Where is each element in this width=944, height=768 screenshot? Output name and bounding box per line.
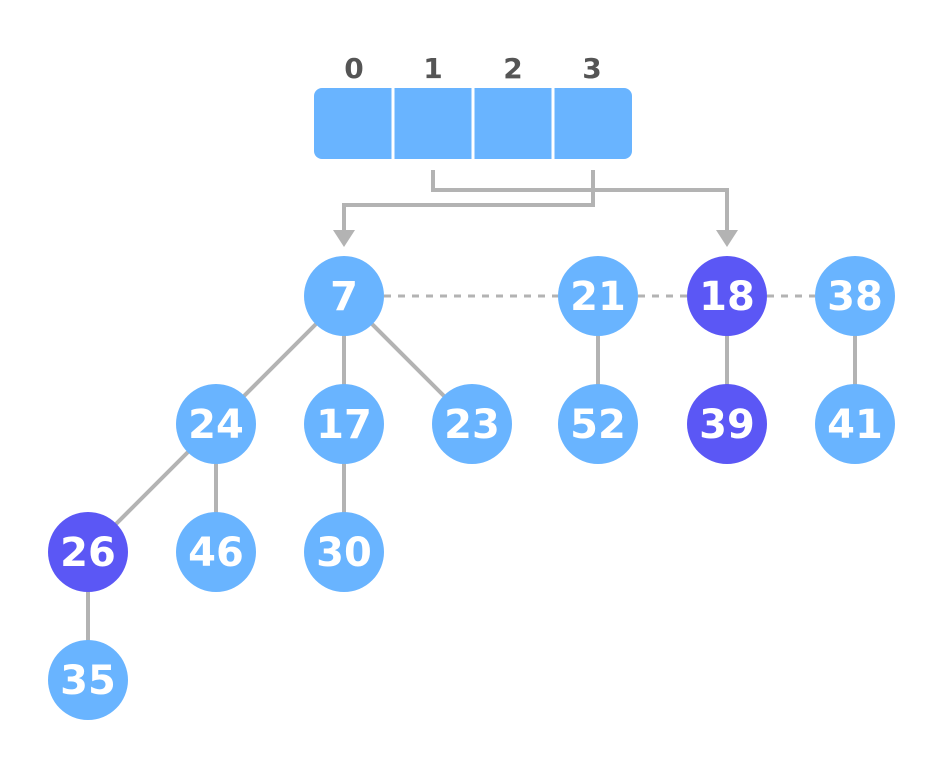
heap-node-circle: [558, 256, 638, 336]
heap-node-label: 7: [330, 274, 358, 320]
heap-node: 35: [48, 640, 128, 720]
heap-node-label: 24: [188, 402, 244, 448]
heap-node: 26: [48, 512, 128, 592]
heap-node: 30: [304, 512, 384, 592]
heap-node-circle: [432, 384, 512, 464]
tree-edges: [86, 294, 857, 680]
heap-node-label: 23: [444, 402, 500, 448]
heap-node-circle: [48, 640, 128, 720]
heap-node-circle: [558, 384, 638, 464]
heap-node-label: 35: [60, 658, 116, 704]
arrow-head-icon: [716, 230, 738, 247]
heap-node-circle: [304, 512, 384, 592]
heap-node: 18: [687, 256, 767, 336]
heap-node-circle: [815, 256, 895, 336]
heap-node-label: 30: [316, 530, 372, 576]
heap-node-label: 21: [570, 274, 626, 320]
tree-nodes: 7 21 18 38 24 17 23 52 39 41 26 46 30 35: [48, 256, 895, 720]
array-index-label: 0: [344, 52, 363, 85]
heap-node-label: 18: [699, 274, 755, 320]
heap-node: 52: [558, 384, 638, 464]
heap-node: 39: [687, 384, 767, 464]
arrow-head-icon: [333, 230, 355, 247]
heap-node-circle: [815, 384, 895, 464]
heap-node: 17: [304, 384, 384, 464]
heap-node-label: 52: [570, 402, 626, 448]
heap-node: 41: [815, 384, 895, 464]
heap-node-label: 46: [188, 530, 244, 576]
heap-node-label: 26: [60, 530, 116, 576]
heap-node: 23: [432, 384, 512, 464]
array-index-labels: 0 1 2 3: [344, 52, 601, 85]
heap-node-label: 38: [827, 274, 883, 320]
heap-node-circle-highlighted: [48, 512, 128, 592]
heap-node: 46: [176, 512, 256, 592]
array-index-label: 2: [503, 52, 522, 85]
heap-node: 7: [304, 256, 384, 336]
auxiliary-array: [314, 88, 632, 159]
heap-node-circle: [304, 256, 384, 336]
heap-node-label: 39: [699, 402, 755, 448]
array-index-label: 3: [582, 52, 601, 85]
heap-node: 21: [558, 256, 638, 336]
heap-node-label: 17: [316, 402, 372, 448]
heap-node: 38: [815, 256, 895, 336]
array-pointers: [333, 170, 738, 247]
heap-node-circle: [176, 384, 256, 464]
heap-node-circle: [304, 384, 384, 464]
pointer-index-1-to-18: [431, 170, 729, 232]
heap-node-circle: [176, 512, 256, 592]
heap-node: 24: [176, 384, 256, 464]
heap-node-label: 41: [827, 402, 883, 448]
heap-node-circle-highlighted: [687, 256, 767, 336]
array-index-label: 1: [423, 52, 442, 85]
pointer-index-3-to-7: [342, 170, 595, 232]
heap-node-circle-highlighted: [687, 384, 767, 464]
